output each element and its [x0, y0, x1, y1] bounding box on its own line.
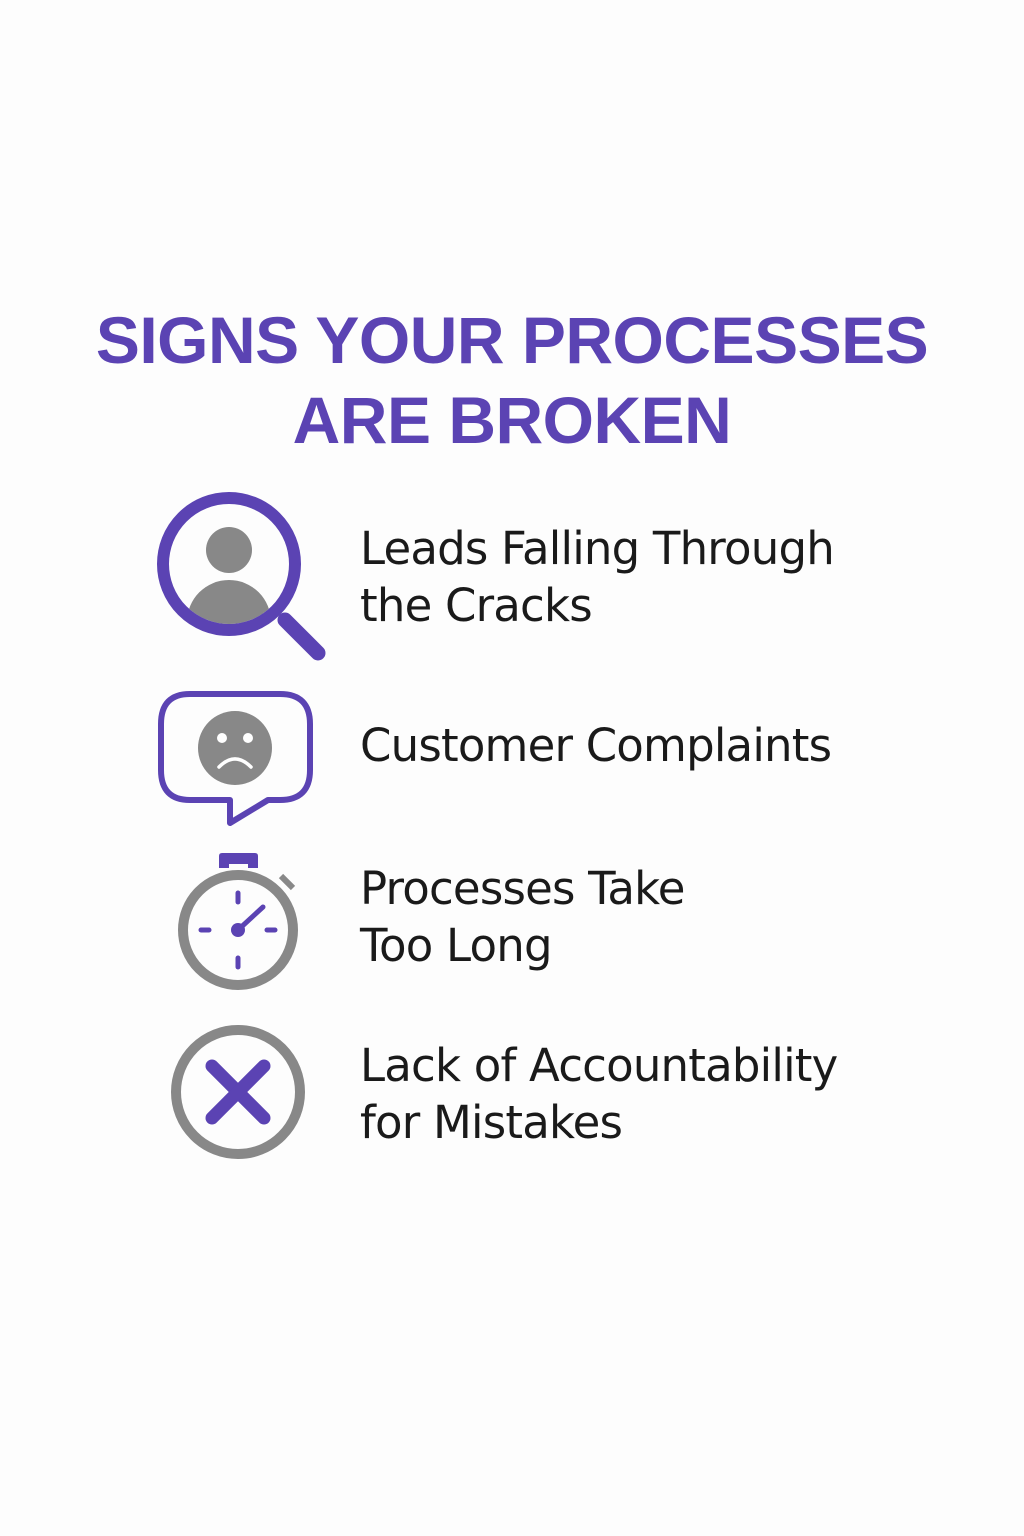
list-item-processes: Processes Take Too Long — [360, 860, 686, 974]
magnifier-person-icon — [157, 492, 326, 661]
x-circle-icon — [171, 1025, 305, 1159]
page-title: SIGNS YOUR PROCESSES ARE BROKEN — [0, 300, 1024, 460]
item-text-line: Leads Falling Through — [360, 522, 835, 575]
item-text-line: Too Long — [360, 919, 553, 972]
item-text-line: Lack of Accountability — [360, 1039, 838, 1092]
list-item-complaints: Customer Complaints — [360, 717, 832, 774]
sad-speech-bubble-icon — [158, 691, 313, 826]
title-line-2: ARE BROKEN — [292, 383, 732, 457]
item-text-line: for Mistakes — [360, 1096, 623, 1149]
item-text-line: the Cracks — [360, 579, 593, 632]
title-line-1: SIGNS YOUR PROCESSES — [95, 303, 929, 377]
item-text-line: Processes Take — [360, 862, 686, 915]
item-text-line: Customer Complaints — [360, 719, 832, 772]
list-item-leads: Leads Falling Through the Cracks — [360, 520, 835, 634]
list-item-accountability: Lack of Accountability for Mistakes — [360, 1037, 838, 1151]
stopwatch-icon — [178, 853, 298, 990]
